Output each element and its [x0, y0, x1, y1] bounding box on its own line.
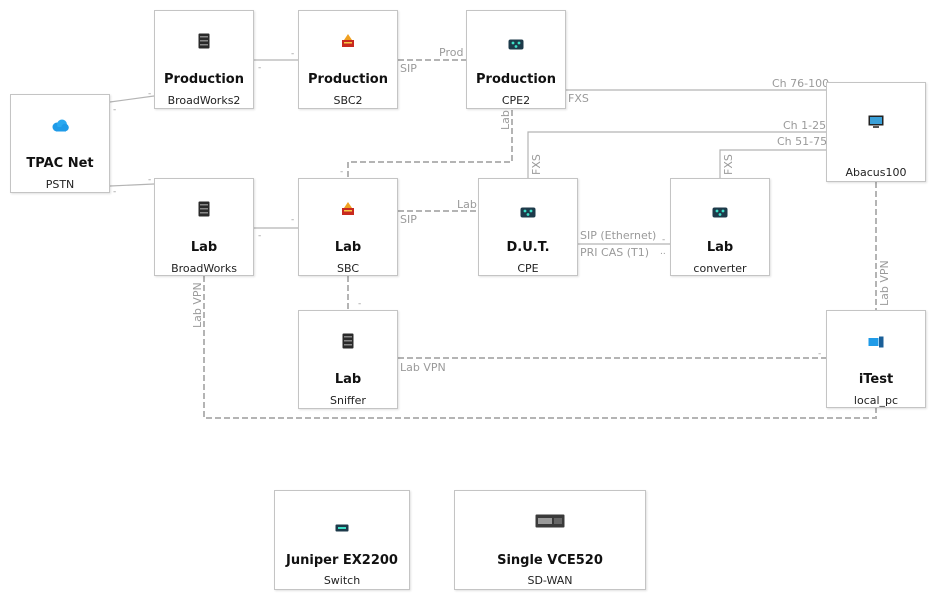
link-label-prod: Prod [439, 46, 464, 59]
node-subtitle: SBC2 [333, 94, 363, 107]
node-subtitle: BroadWorks [171, 262, 237, 275]
node-title: Production [164, 72, 244, 87]
tick-mark: - [340, 167, 344, 177]
monitor-icon [868, 113, 884, 132]
node-juniper-ex2200[interactable]: Juniper EX2200 Switch [274, 490, 410, 590]
server-icon [198, 33, 210, 53]
link-label-ch-1-25: Ch 1-25 [783, 119, 827, 132]
tick-mark: - [291, 215, 295, 225]
link-label-lab-vpn-left: Lab VPN [191, 282, 204, 328]
tick-mark: .. [660, 247, 666, 257]
node-title: D.U.T. [506, 240, 550, 255]
tick-mark: - [818, 349, 822, 359]
tick-mark: - [258, 231, 262, 241]
node-subtitle: Abacus100 [845, 166, 907, 179]
node-production-cpe2[interactable]: Production CPE2 [466, 10, 566, 109]
node-subtitle: PSTN [45, 178, 75, 191]
tick-mark: - [291, 49, 295, 59]
node-production-broadworks2[interactable]: Production BroadWorks2 [154, 10, 254, 109]
tick-mark: - [662, 235, 666, 245]
node-lab-broadworks[interactable]: Lab BroadWorks [154, 178, 254, 276]
node-lab-sniffer[interactable]: Lab Sniffer [298, 310, 398, 409]
node-abacus100[interactable]: Abacus100 [826, 82, 926, 182]
node-subtitle: local_pc [853, 394, 899, 407]
link-cpe2-sbc [347, 110, 513, 178]
link-dut-abacus [527, 131, 826, 178]
node-subtitle: Switch [323, 574, 361, 587]
node-dut-cpe[interactable]: D.U.T. CPE [478, 178, 578, 276]
node-lab-converter[interactable]: Lab converter [670, 178, 770, 276]
link-bw-itest [203, 276, 877, 419]
link-label-ch-51-75: Ch 51-75 [777, 135, 828, 148]
node-subtitle: CPE [517, 262, 539, 275]
tick-mark: - [113, 105, 117, 115]
node-subtitle: Sniffer [330, 394, 366, 407]
router-icon [508, 35, 524, 54]
node-title: iTest [858, 372, 894, 387]
router-icon [520, 203, 536, 222]
switch-icon [335, 517, 349, 536]
node-subtitle: SBC [336, 262, 360, 275]
pc-icon [868, 333, 884, 352]
node-tpac-net[interactable]: TPAC Net PSTN [10, 94, 110, 193]
link-label-pri-cas: PRI CAS (T1) [580, 246, 650, 259]
node-subtitle: BroadWorks2 [167, 94, 241, 107]
node-title: Lab [706, 240, 734, 255]
link-label-sip-ethernet: SIP (Ethernet) [580, 229, 657, 242]
link-label-lab: Lab [499, 110, 512, 130]
link-label-ch-76-100: Ch 76-100 [772, 77, 830, 90]
firewall-icon [341, 201, 355, 220]
tick-mark: - [358, 299, 362, 309]
link-tpac-bw [109, 183, 155, 187]
link-label-lab-vpn-right: Lab VPN [878, 260, 891, 306]
node-itest[interactable]: iTest local_pc [826, 310, 926, 408]
node-subtitle: converter [693, 262, 747, 275]
tick-mark: - [148, 175, 152, 185]
node-title: TPAC Net [26, 156, 94, 171]
link-label-lab-mid: Lab [457, 198, 477, 211]
node-title: Juniper EX2200 [286, 553, 398, 568]
link-label-lab-vpn-sniffer: Lab VPN [400, 361, 446, 374]
node-title: Lab [334, 240, 362, 255]
router-icon [712, 203, 728, 222]
node-production-sbc2[interactable]: Production SBC2 [298, 10, 398, 109]
firewall-icon [341, 33, 355, 52]
node-subtitle: CPE2 [501, 94, 531, 107]
link-label-fxs: FXS [568, 92, 589, 105]
link-tpac-bw2 [109, 95, 155, 103]
node-title: Production [476, 72, 556, 87]
link-label-sip-mid: SIP [400, 213, 417, 226]
tick-mark: - [258, 63, 262, 73]
node-title: Production [308, 72, 388, 87]
server-icon [342, 333, 354, 353]
node-title: Single VCE520 [497, 553, 603, 568]
link-converter-abacus [719, 149, 826, 178]
link-label-sip: SIP [400, 62, 417, 75]
tick-mark: - [148, 89, 152, 99]
node-lab-sbc[interactable]: Lab SBC [298, 178, 398, 276]
node-title: Lab [334, 372, 362, 387]
node-title: Lab [190, 240, 218, 255]
link-label-fxs-converter: FXS [722, 154, 735, 175]
tick-mark: - [113, 187, 117, 197]
appliance-icon [535, 513, 565, 532]
cloud-icon [51, 117, 69, 136]
node-subtitle: SD-WAN [527, 574, 573, 587]
link-label-fxs-dut: FXS [530, 154, 543, 175]
server-icon [198, 201, 210, 221]
node-single-vce520[interactable]: Single VCE520 SD-WAN [454, 490, 646, 590]
